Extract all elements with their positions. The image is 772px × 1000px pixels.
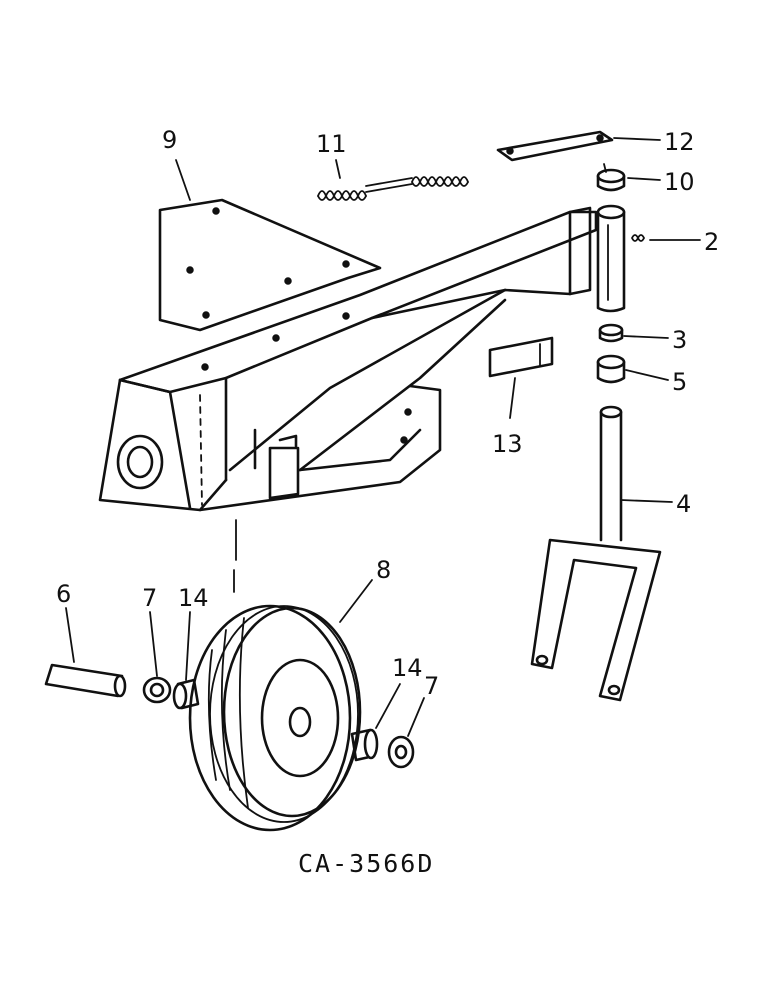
collar-part — [596, 163, 626, 192]
spacer-left-part — [142, 676, 172, 704]
wear-pad-part — [488, 336, 554, 378]
callout-9: 9 — [162, 126, 177, 154]
callout-4: 4 — [676, 490, 691, 518]
bushing-part — [598, 323, 624, 343]
callout-6: 6 — [56, 580, 71, 608]
leader-lines — [65, 137, 701, 737]
callout-7-left: 7 — [142, 584, 157, 612]
frame-arm — [98, 206, 598, 593]
callout-10: 10 — [664, 168, 695, 196]
drawing-number-caption: CA-3566D — [298, 849, 434, 878]
callout-3: 3 — [672, 326, 687, 354]
caster-fork-part — [530, 405, 662, 702]
callout-11: 11 — [316, 130, 347, 158]
shield-plate-part — [158, 198, 382, 332]
callout-12: 12 — [664, 128, 695, 156]
strap-part — [496, 130, 614, 162]
callout-13: 13 — [492, 430, 523, 458]
callout-5: 5 — [672, 368, 687, 396]
callout-14-right: 14 — [392, 654, 423, 682]
grease-fitting-part — [631, 234, 645, 242]
bearing-part — [596, 354, 626, 384]
wheel-bearing-right-part — [350, 728, 379, 762]
spring-part — [317, 176, 469, 201]
spacer-right-part — [387, 735, 415, 769]
callout-7-right: 7 — [424, 672, 439, 700]
callout-8: 8 — [376, 556, 391, 584]
wheel-bearing-left-part — [172, 678, 200, 710]
pivot-tube — [596, 204, 626, 313]
wheel-tire-part — [188, 604, 362, 832]
axle-part — [44, 663, 127, 698]
callout-2: 2 — [704, 228, 719, 256]
callout-14-left: 14 — [178, 584, 209, 612]
